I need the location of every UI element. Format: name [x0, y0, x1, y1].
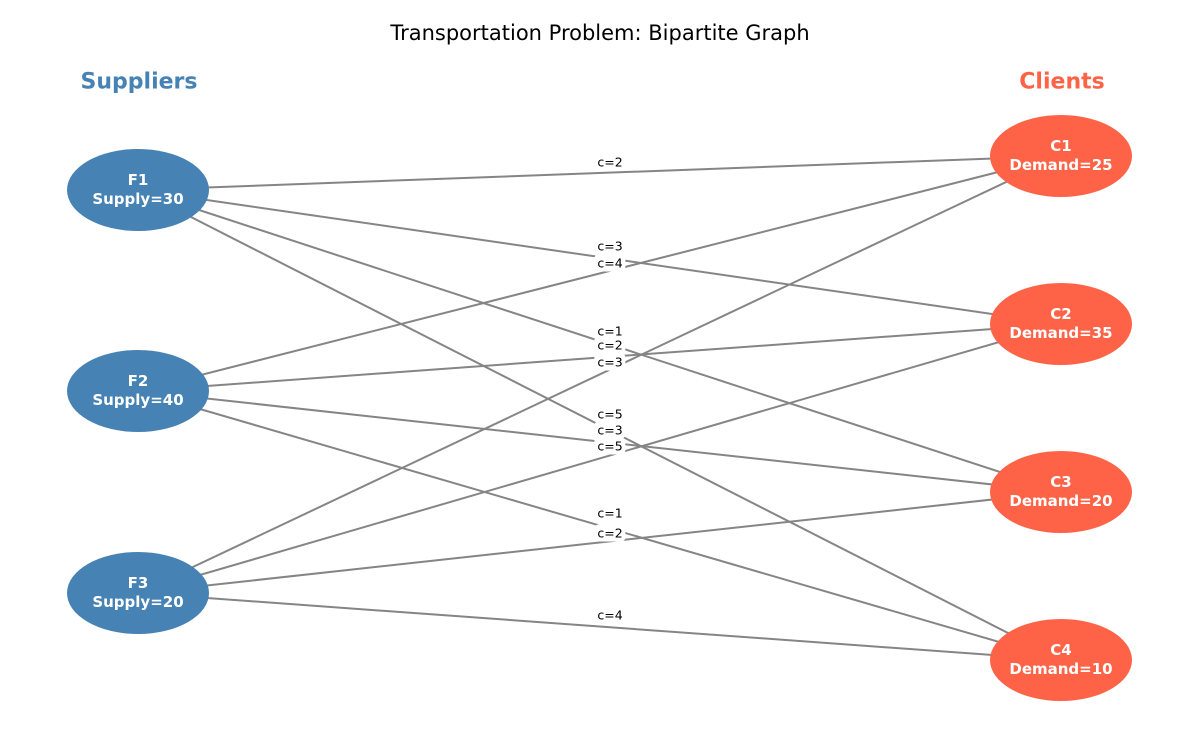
supplier-node-f3: F3 Supply=20: [67, 552, 209, 634]
client-node-c2-id: C2: [1050, 304, 1072, 323]
edge-cost-label-F1-C3: c=1: [594, 322, 626, 340]
supplier-node-f2-supply: Supply=40: [92, 391, 184, 409]
edge-cost-label-F3-C1: c=3: [594, 353, 626, 371]
supplier-node-f1: F1 Supply=30: [67, 149, 209, 231]
edge-cost-label-F3-C2: c=5: [594, 437, 626, 455]
supplier-node-f2-id: F2: [127, 371, 149, 390]
edge-cost-label-F2-C2: c=2: [594, 336, 626, 354]
figure-title: Transportation Problem: Bipartite Graph: [390, 21, 810, 45]
edge-F3-C3: [137, 491, 1062, 594]
client-node-c4-demand: Demand=10: [1009, 660, 1113, 678]
edge-cost-label-F2-C3: c=3: [594, 421, 626, 439]
edge-cost-label-F1-C1: c=2: [594, 153, 626, 171]
edge-F1-C1: [137, 155, 1062, 191]
edge-cost-label-F2-C1: c=4: [594, 254, 626, 272]
client-node-c1-demand: Demand=25: [1009, 156, 1113, 174]
client-node-c3: C3 Demand=20: [990, 451, 1132, 533]
client-node-c3-id: C3: [1050, 472, 1072, 491]
edge-F3-C2: [137, 323, 1062, 594]
client-node-c1: C1 Demand=25: [990, 115, 1132, 197]
supplier-node-f3-id: F3: [127, 573, 149, 592]
supplier-node-f1-id: F1: [127, 170, 149, 189]
client-node-c4: C4 Demand=10: [990, 619, 1132, 701]
supplier-node-f1-supply: Supply=30: [92, 190, 184, 208]
clients-column-header: Clients: [1019, 69, 1105, 95]
edge-cost-label-F3-C4: c=4: [594, 606, 626, 624]
edge-cost-label-F1-C4: c=5: [594, 405, 626, 423]
client-node-c4-id: C4: [1050, 640, 1072, 659]
client-node-c2-demand: Demand=35: [1009, 324, 1113, 342]
client-node-c2: C2 Demand=35: [990, 283, 1132, 365]
edge-cost-label-F1-C2: c=3: [594, 237, 626, 255]
edge-cost-label-F2-C4: c=1: [594, 504, 626, 522]
client-node-c3-demand: Demand=20: [1009, 492, 1113, 510]
client-node-c1-id: C1: [1050, 136, 1072, 155]
edge-cost-label-F3-C3: c=2: [594, 524, 626, 542]
supplier-node-f2: F2 Supply=40: [67, 350, 209, 432]
suppliers-column-header: Suppliers: [80, 69, 198, 95]
edge-F2-C1: [137, 155, 1062, 392]
edge-F3-C1: [137, 155, 1062, 594]
supplier-node-f3-supply: Supply=20: [92, 593, 184, 611]
edge-F3-C4: [137, 592, 1062, 661]
